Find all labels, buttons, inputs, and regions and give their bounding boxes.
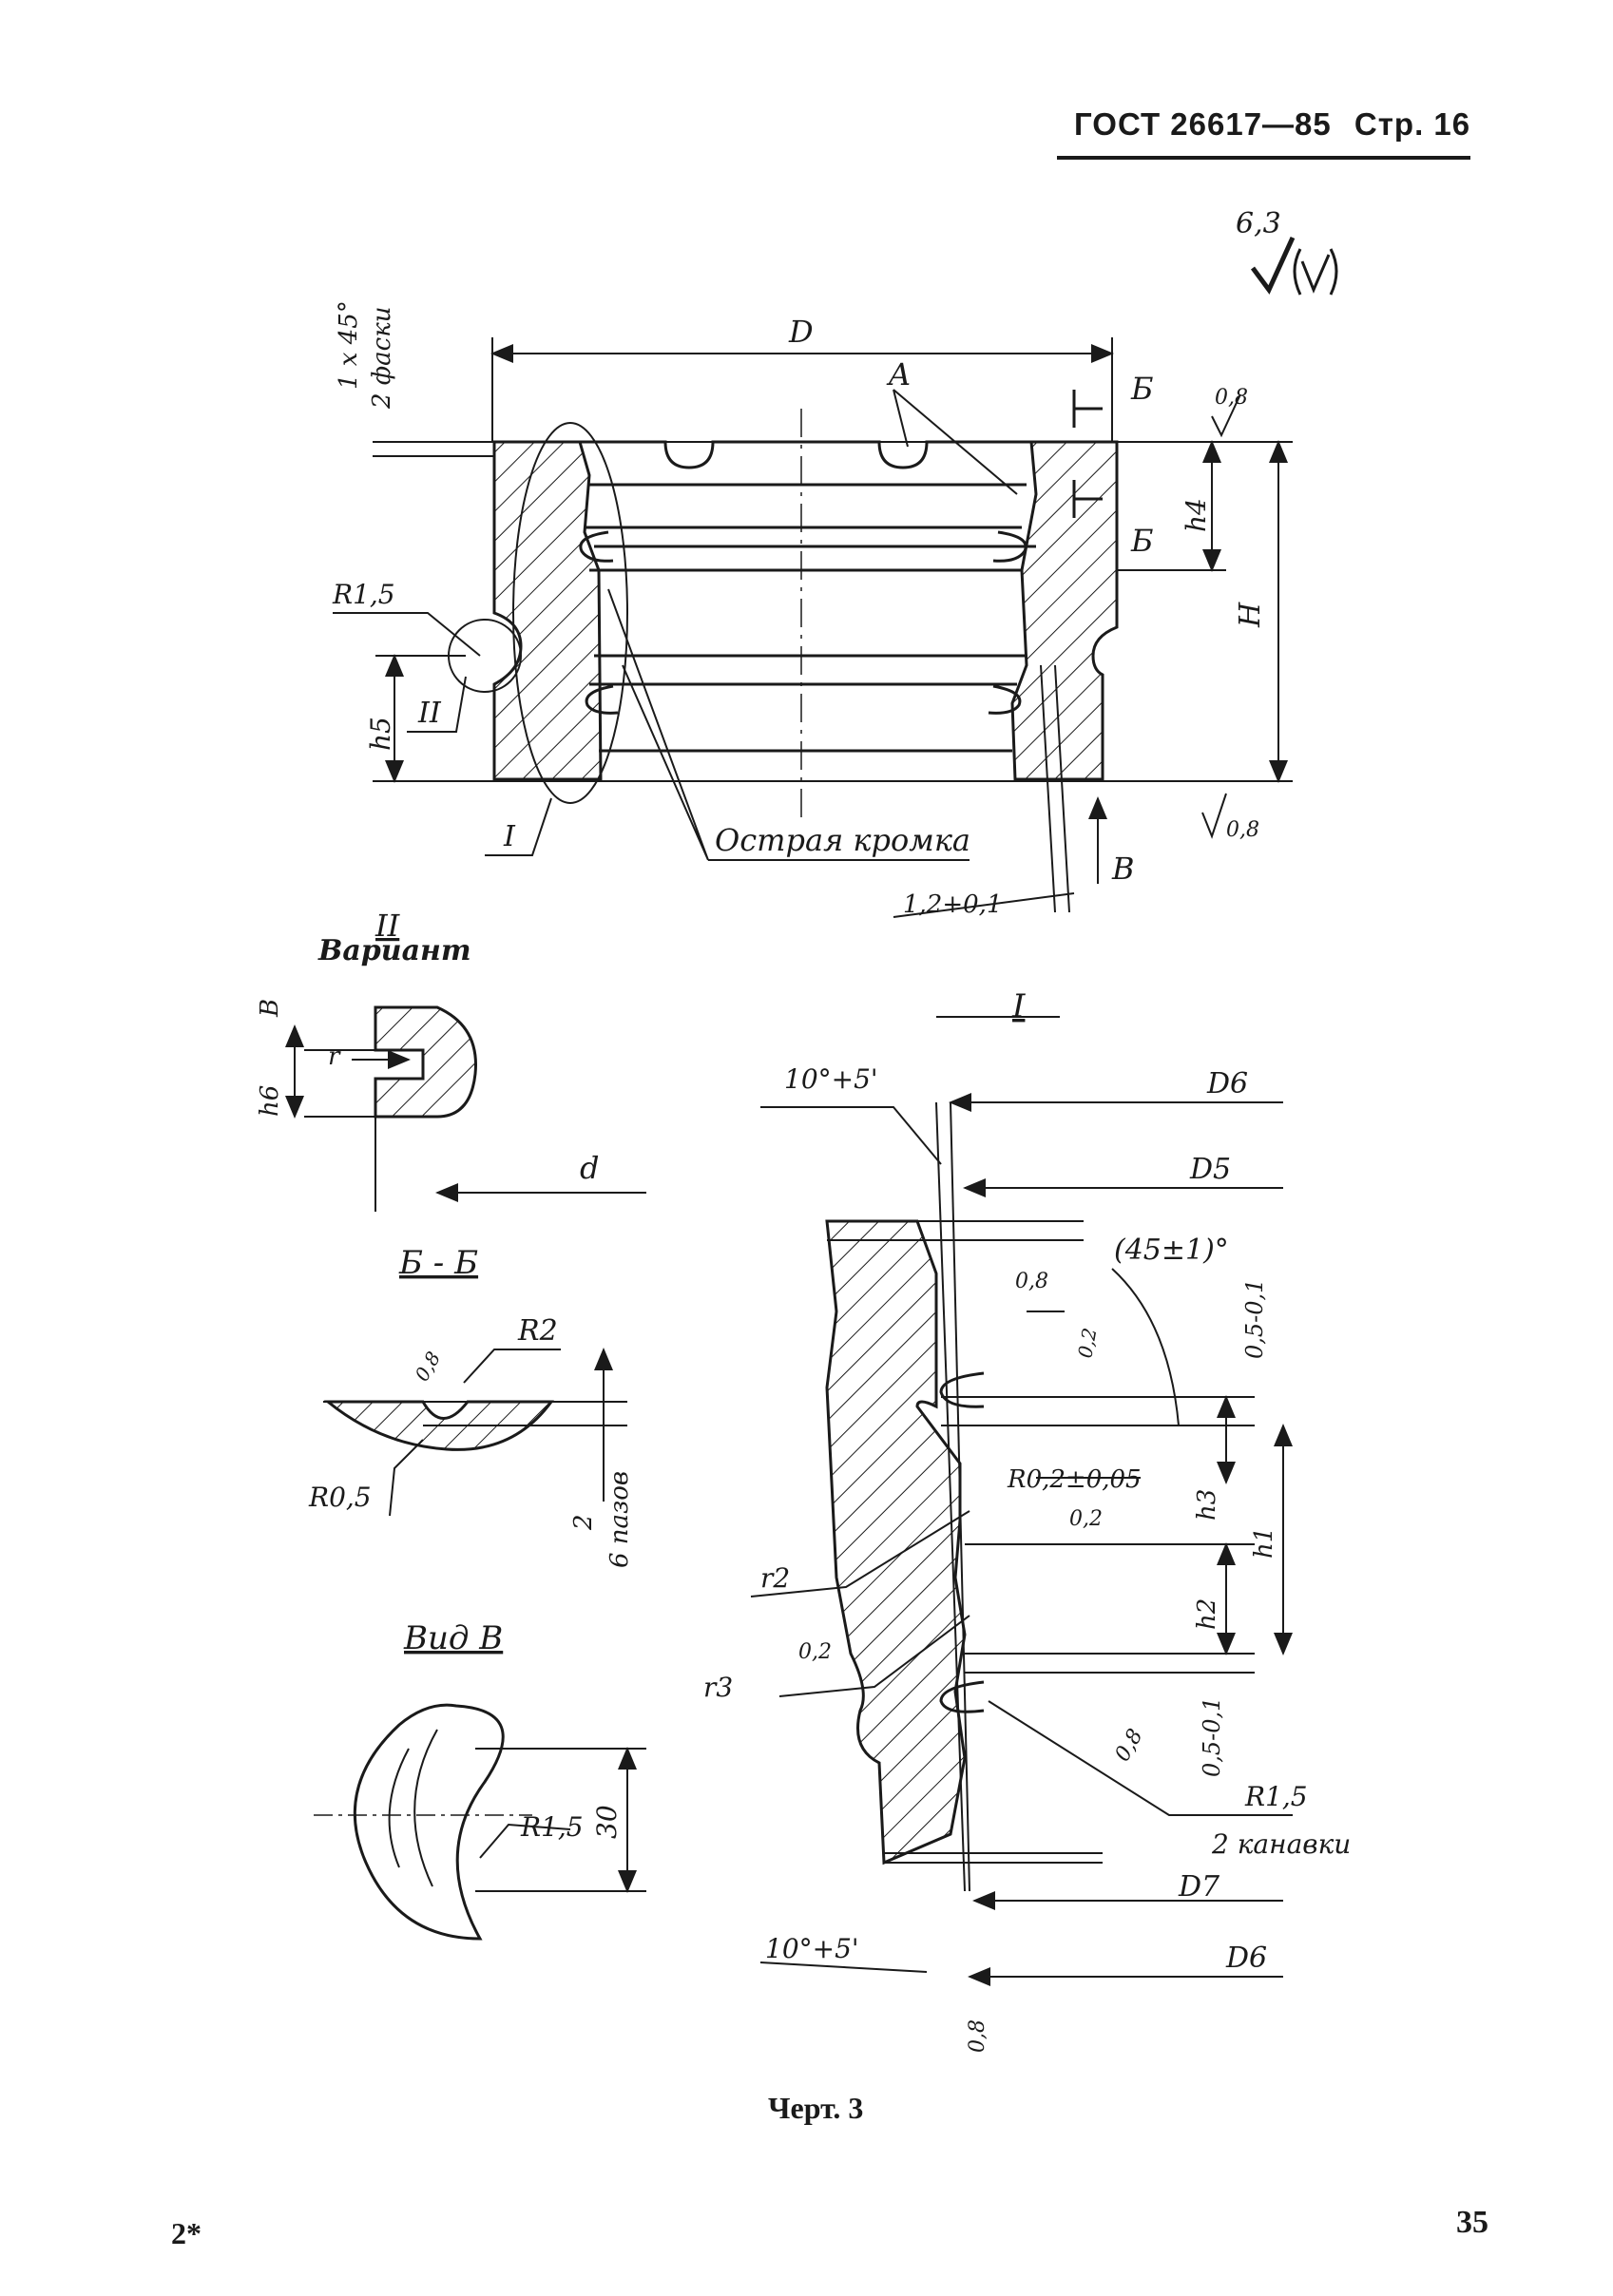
detail-i-roughness-c: 0,8 (966, 2019, 989, 2053)
section-bb-R05: R0,5 (308, 1482, 372, 1513)
view-v-labels: Вид В R1,5 30 (403, 1619, 623, 1843)
detail-i-R15: R1,5 (1244, 1781, 1308, 1812)
sharp-edge-note: Острая кромка (715, 822, 970, 858)
page-label: Стр. 16 (1354, 106, 1471, 142)
detail-ii-subtitle: Вариант (317, 934, 471, 967)
view-v-arrow-label: B (1111, 851, 1135, 887)
detail-i-roughness-02b: 0,2 (1069, 1507, 1103, 1531)
chamfer-count: 2 фаски (368, 307, 396, 411)
roughness-symbol: 6,3 (1236, 207, 1338, 296)
detail-i-r3: r3 (703, 1672, 733, 1703)
dim-1-2: 1,2+0,1 (903, 890, 1002, 919)
section-bb-labels: Б - Б R2 0,8 R0,5 2 6 пазов (308, 1244, 634, 1568)
detail-ii (285, 1005, 646, 1212)
detail-i-angle-bottom: 10°+5' (765, 1933, 859, 1964)
dim-D: D (788, 314, 814, 350)
section-B-top: Б (1130, 371, 1154, 407)
signature-mark: 2* (171, 2216, 202, 2250)
dim-H: H (1234, 602, 1267, 628)
detail-ii-d: d (580, 1150, 599, 1186)
detail-i-roughness-02a: 0,2 (1073, 1326, 1101, 1359)
section-bb-title: Б - Б (398, 1244, 478, 1282)
detail-i-angle-top: 10°+5' (784, 1063, 878, 1095)
standard-number: ГОСТ 26617—85 (1074, 106, 1332, 142)
section-bb-roughness: 0,8 (411, 1348, 446, 1386)
detail-i-R02: R0,2±0,05 (1007, 1465, 1142, 1494)
detail-i-r2: r2 (760, 1562, 790, 1594)
page-number: 35 (1456, 2205, 1488, 2240)
header-rule (1057, 156, 1470, 160)
detail-i-roughness-b: 0,8 (1111, 1725, 1148, 1766)
detail-i-dim05a: 0,5-0,1 (1241, 1279, 1268, 1359)
section-bb-2: 2 (569, 1514, 598, 1531)
detail-i-h1: h1 (1250, 1527, 1278, 1559)
detail-ii-labels: II Вариант B r h6 d (256, 908, 599, 1186)
detail-i-grooves: 2 канавки (1211, 1828, 1351, 1860)
figure-caption: Черт. 3 (768, 2091, 864, 2125)
view-v-R15: R1,5 (520, 1811, 584, 1843)
detail-i-dim05b: 0,5-0,1 (1199, 1697, 1225, 1777)
detail-i-D7: D7 (1178, 1870, 1220, 1904)
section-bb-grooves: 6 пазов (605, 1471, 634, 1568)
roughness-bottom: 0,8 (1226, 818, 1259, 842)
detail-i-labels: I 10°+5' D6 D5 (45±1)° 0,8 0,2 0,5-0,1 R… (703, 987, 1351, 2053)
detail-ii-title: II (374, 908, 401, 944)
detail-i-angle45: (45±1)° (1114, 1234, 1229, 1267)
roughness-top: 0,8 (1215, 386, 1248, 410)
roughness-value: 6,3 (1236, 207, 1281, 240)
detail-i-D6-bottom: D6 (1225, 1942, 1267, 1975)
detail-i-roughness-02c: 0,2 (798, 1640, 832, 1664)
label-A: A (886, 356, 911, 392)
detail-i-D5: D5 (1189, 1153, 1231, 1186)
detail-ii-B: B (256, 999, 284, 1018)
main-view (333, 337, 1293, 918)
detail-i (750, 1016, 1293, 1986)
dim-h5: h5 (365, 717, 396, 751)
detail-i-h3: h3 (1193, 1489, 1221, 1521)
radius-r15: R1,5 (332, 579, 395, 610)
dim-h4: h4 (1181, 498, 1212, 532)
detail-i-h2: h2 (1193, 1598, 1221, 1630)
detail-i-title: I (1011, 987, 1026, 1025)
page-header: ГОСТ 26617—85 Стр. 16 (1074, 106, 1484, 143)
section-B-bottom: Б (1130, 523, 1154, 559)
chamfer-size: 1 x 45° (335, 300, 363, 390)
detail-ii-h6: h6 (256, 1085, 284, 1117)
view-v-30: 30 (591, 1805, 623, 1839)
view-v (314, 1703, 646, 1941)
view-v-title: Вид В (403, 1619, 503, 1657)
detail-i-D6-top: D6 (1206, 1067, 1248, 1100)
detail-i-callout: I (503, 820, 516, 853)
detail-ii-r: r (328, 1043, 341, 1071)
section-bb-R2: R2 (517, 1314, 558, 1348)
detail-i-roughness-a: 0,8 (1015, 1270, 1048, 1293)
detail-ii-callout: II (417, 697, 442, 730)
section-bb (323, 1348, 627, 1517)
main-view-labels: D A Б Б 1 x 45° 2 фаски R1,5 h5 II I h4 … (332, 300, 1267, 919)
